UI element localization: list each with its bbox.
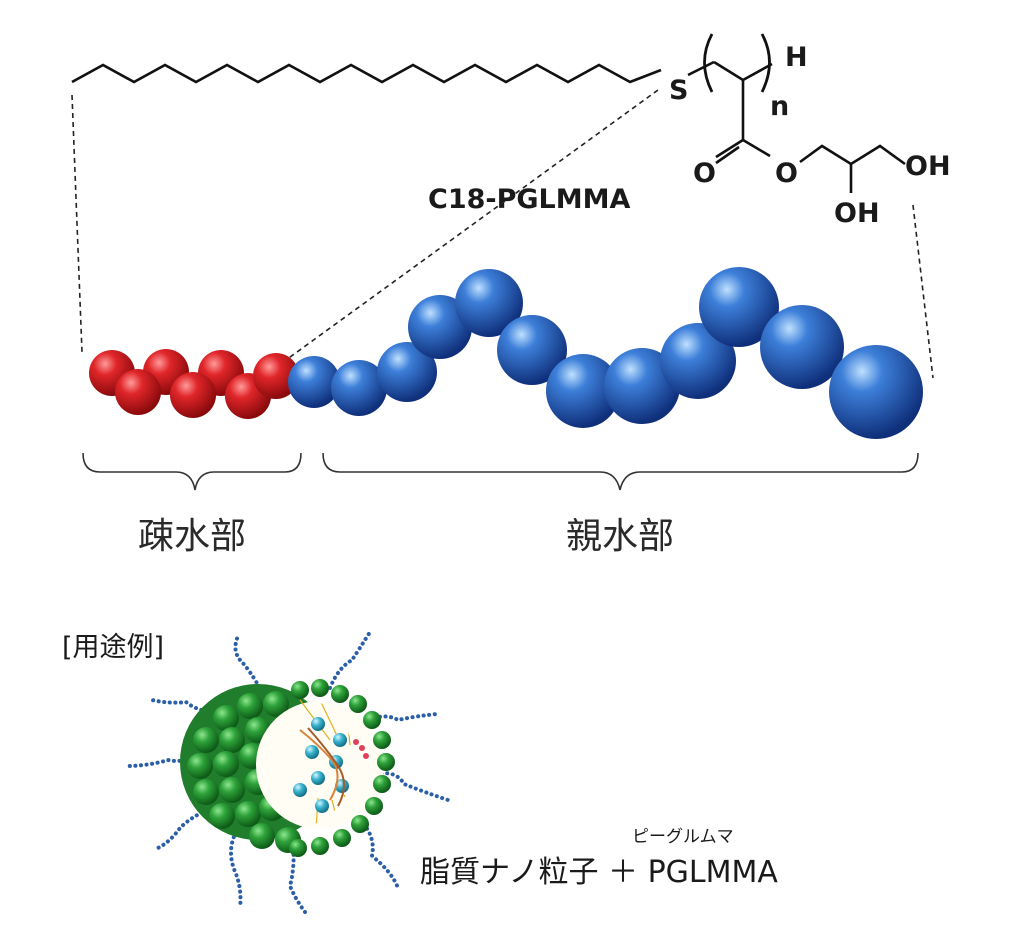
s-to-backbone-bond [687,60,715,77]
backbone-bonds [713,60,773,82]
example-heading: [用途例] [62,632,164,663]
hydrophilic-bead [288,356,340,408]
example-caption: 脂質ナノ粒子 ＋ PGLMMA [420,855,778,890]
lipid-nanoparticle-illustration [124,630,450,914]
core-payload [293,717,369,813]
c18-alkyl-chain [71,63,662,84]
hydrogen-end: H [785,42,808,73]
hydrophilic-bead [699,267,779,347]
ester-oxygen: O [775,158,798,189]
hydrophobic-bead [115,369,161,415]
polymer-name-label: C18-PGLMMA [428,184,630,215]
hydrophilic-bead [497,315,567,385]
hydrophilic-bead [760,305,844,389]
repeat-bracket-right [760,33,771,93]
hydrophilic-bead [546,354,620,428]
hydrophobic-bead [253,353,299,399]
hydrophilic-bead [331,360,387,416]
hydrophilic-bead [377,342,437,402]
lipid-shell-rim [289,679,395,857]
repeat-bracket-left [703,33,714,93]
carbonyl-oxygen: O [693,158,716,189]
hydrophobic-bead [170,372,216,418]
hydrophilic-label: 親水部 [566,516,674,557]
sulfur-atom: S [669,75,688,106]
hydrophilic-brace [322,452,919,491]
hydrophobic-label: 疎水部 [138,516,246,557]
hydrophilic-beads [288,267,923,439]
hydrophobic-beads [89,349,299,419]
hydrophilic-bead [455,269,523,337]
secondary-hydroxyl: OH [834,198,880,229]
chemical-structure: S H n O O OH OH [71,33,951,229]
hydrophilic-bead [829,345,923,439]
terminal-hydroxyl: OH [905,151,951,182]
hydrophobic-brace [82,452,302,491]
guide-lines [71,89,934,379]
example-caption-ruby: ピーグルムマ [632,827,734,847]
hydrophilic-bead [660,323,736,399]
repeat-n: n [770,91,789,122]
